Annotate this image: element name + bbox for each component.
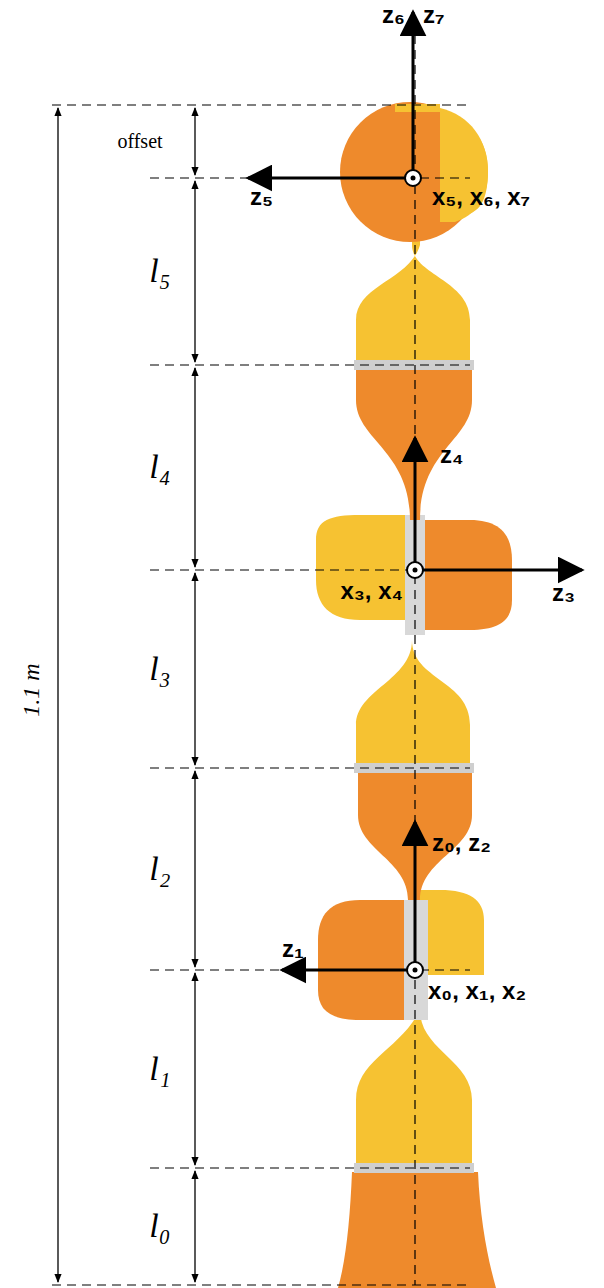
axis-label: z₃ <box>552 580 575 606</box>
dimension-label: l₂ <box>149 850 170 887</box>
dimension-label: 1.1 m <box>19 661 45 718</box>
dimension-label: l₀ <box>149 1207 170 1244</box>
dimension-label: l₁ <box>149 1050 170 1087</box>
dimension-label: l₄ <box>149 448 170 485</box>
dimension-label: l₃ <box>149 650 170 687</box>
axis-label: x₀, x₁, x₂ <box>428 978 526 1004</box>
axis-label: z₅ <box>250 184 273 210</box>
axis-label: x₅, x₆, x₇ <box>432 184 530 210</box>
axis-label: z₆ <box>382 2 405 28</box>
axis-label: z₀, z₂ <box>432 830 491 856</box>
dimension-label: l₅ <box>149 252 170 289</box>
dimension-label: offset <box>117 130 162 152</box>
axis-label: z₇ <box>423 2 445 28</box>
axis-label: z₄ <box>440 442 463 468</box>
axis-label: x₃, x₄ <box>340 578 403 604</box>
axis-label: z₁ <box>282 936 304 962</box>
